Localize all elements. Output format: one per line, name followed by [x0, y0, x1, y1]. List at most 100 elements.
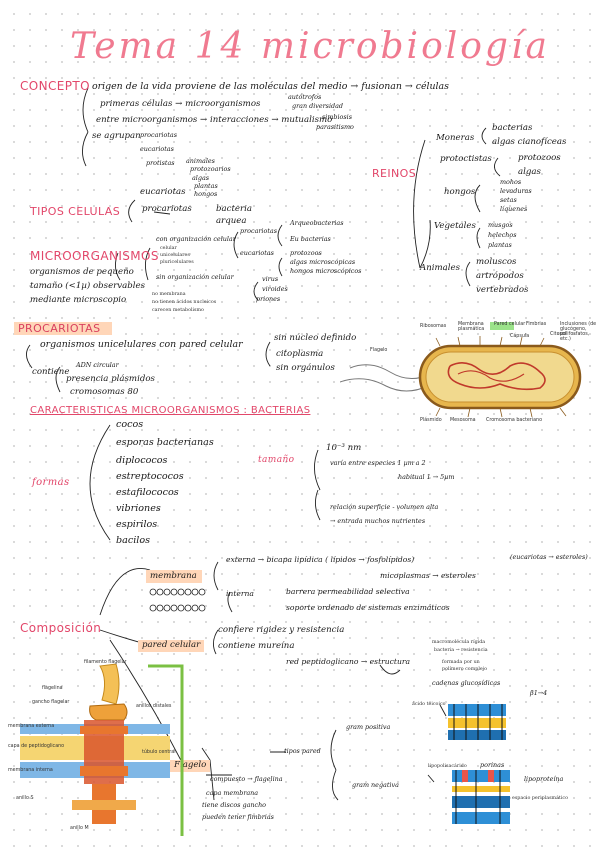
- gram-negativa: gram negativa: [352, 781, 399, 789]
- flagellum-label: anillo M: [70, 826, 89, 831]
- concepto-heading: CONCEPTO: [20, 79, 90, 93]
- relacion-1: relación superficie - volumen alta: [330, 503, 439, 511]
- bacteria-label: Membrana plasmática: [458, 322, 485, 333]
- estructura-1: macromolécula rígida: [432, 640, 486, 645]
- procariotas-c1: ADN circular: [76, 361, 119, 369]
- estructura-5: cadenas glucosídicas: [432, 679, 501, 687]
- tipos-euc-item: plantas: [194, 182, 218, 190]
- reinos-protoctistas: protoctistas: [440, 154, 492, 164]
- tipos-pro-item: bacteria: [216, 204, 252, 214]
- bacteria-label: Cromosoma bacteriano: [486, 418, 543, 423]
- gram-negative-wall-illustration: [452, 770, 510, 824]
- flagellum-label: túbulo central: [142, 750, 176, 755]
- tipos-procariotas: procariotas: [142, 204, 192, 214]
- flagelo-4: pueden tener fimbrias: [202, 813, 274, 821]
- gram-positiva: gram positiva: [346, 723, 391, 731]
- procariotas-b3: sin orgánulos: [276, 363, 335, 373]
- concepto-line-4: se agrupan: [92, 131, 141, 141]
- micro-euc-item: hongos microscópicos: [290, 267, 362, 275]
- pared-3: red peptidoglicano → estructura: [286, 657, 410, 666]
- concepto-parasitismo: parasitismo: [316, 123, 354, 131]
- pared-highlight: [138, 640, 204, 652]
- micro-sin-item: viroides: [262, 285, 288, 293]
- flagelo-1: compuesto → flagelina: [210, 775, 283, 783]
- reinos-vegetales-item: musgos: [488, 221, 513, 229]
- micro-def-2: tamaño (<1µ) observables: [30, 281, 145, 291]
- concepto-eucariotas: eucariotas: [140, 145, 174, 153]
- micro-eucariotas: eucariotas: [240, 249, 274, 257]
- procariotas-c3: cromosomas 80: [70, 387, 139, 397]
- flagellum-label: anillo S: [16, 796, 34, 801]
- micro-euc-item: protozoos: [290, 249, 322, 257]
- micro-con-sub: unicelulares: [160, 253, 190, 258]
- bacteria-label: Plásmido: [420, 418, 442, 423]
- pared-2: contiene mureína: [218, 641, 295, 651]
- flagellum-label: membrana externa: [8, 724, 55, 729]
- procariotas-line-1: organismos unicelulares con pared celula…: [40, 339, 243, 350]
- micro-con: con organización celular: [156, 235, 236, 243]
- micro-proc-item: Arqueobacterias: [290, 219, 344, 227]
- bacteria-label: Inclusiones (de glucógeno, polifosfatos,…: [560, 322, 597, 343]
- reinos-hongos-item: levaduras: [500, 187, 532, 195]
- reinos-hongos-item: setas: [500, 196, 517, 204]
- forma-item: estreptococos: [116, 471, 184, 482]
- concepto-line-3: entre microorganismos → interacciones → …: [96, 115, 333, 125]
- tamano-1: 10⁻³ nm: [326, 443, 362, 453]
- reinos-moneras: Moneras: [436, 133, 475, 143]
- procariotas-b2: citoplasma: [276, 349, 324, 359]
- bacteria-illustration: [340, 322, 582, 418]
- page-title: Tema 14 microbiología: [70, 26, 550, 67]
- formas-label: formas: [32, 477, 70, 488]
- tipos-heading: TIPOS CELULAS: [30, 205, 121, 218]
- reinos-animales-item: artrópodos: [476, 271, 524, 281]
- forma-item: esporas bacterianas: [116, 437, 214, 448]
- relacion-2: → entrada muchos nutrientes: [330, 517, 426, 525]
- gram-positive-wall-illustration: [448, 704, 506, 740]
- micro-heading: MICROORGANISMOS: [30, 249, 159, 263]
- micro-def-1: organismos de pequeño: [30, 267, 134, 277]
- tipos-euc-item: algas: [192, 174, 210, 182]
- bacteria-label: Cápsula: [510, 334, 530, 339]
- bacteria-label: Citosol: [550, 332, 567, 337]
- bacteria-label: Flagelo: [370, 348, 388, 353]
- procariotas-c2: presencia plásmidos: [66, 374, 155, 384]
- membrana-label: membrana: [150, 571, 197, 581]
- flagelo-3: tiene discos gancho: [202, 801, 267, 809]
- reinos-animales-item: vertebrados: [476, 285, 529, 295]
- forma-item: bacilos: [116, 535, 151, 546]
- flagellum-illustration: [20, 663, 184, 836]
- concepto-simbiosis: simbiosis: [322, 113, 352, 121]
- micro-proc-item: Eu bacterias: [290, 235, 331, 243]
- micro-euc-item: algas microscópicas: [290, 258, 356, 266]
- bacteria-label: Mesosoma: [450, 418, 476, 423]
- gram-negativa-label: lipopolisacárido: [428, 764, 467, 769]
- tipos-euc-item: hongos: [194, 190, 218, 198]
- concepto-procariotas: procariotas: [140, 131, 177, 139]
- membrane-bilayer-icon: [149, 588, 206, 612]
- micro-sin-sub: carecen metabolismo: [152, 308, 204, 313]
- pared-label: pared celular: [142, 640, 201, 650]
- micro-def-3: mediante microscopio: [30, 295, 127, 305]
- bacteria-label: Fimbrias: [526, 322, 547, 327]
- flagellum-label: flagelina: [42, 686, 63, 691]
- membrana-micoplasmas: micoplasmas → esteroles: [380, 571, 476, 580]
- estructura-4: polímero complejo: [442, 667, 488, 672]
- concepto-diversidad: gran diversidad: [292, 102, 344, 110]
- reinos-protoctistas-item: algas: [518, 167, 541, 177]
- reinos-animales: Animales: [420, 263, 461, 273]
- micro-sin-item: priones: [256, 295, 281, 303]
- micro-sin-item: virus: [262, 275, 279, 283]
- reinos-hongos-item: mohos: [500, 178, 522, 186]
- micro-con-sub: pluricelulares: [160, 260, 194, 265]
- membrana-eucariotas: (eucariotas → esteroles): [510, 553, 588, 561]
- forma-item: estafilococos: [116, 487, 179, 498]
- concepto-autotrofos: autótrofos: [288, 93, 322, 101]
- reinos-vegetales-item: helechos: [488, 231, 517, 239]
- tipos-euc-item: animales: [186, 157, 215, 165]
- estructura-6: β1→4: [530, 689, 548, 697]
- reinos-vegetales: Vegetales: [434, 221, 476, 231]
- concepto-protistas: protistas: [146, 159, 175, 167]
- concepto-line-2: primeras células → microorganismos: [100, 99, 261, 109]
- membrana-highlight: [146, 570, 202, 583]
